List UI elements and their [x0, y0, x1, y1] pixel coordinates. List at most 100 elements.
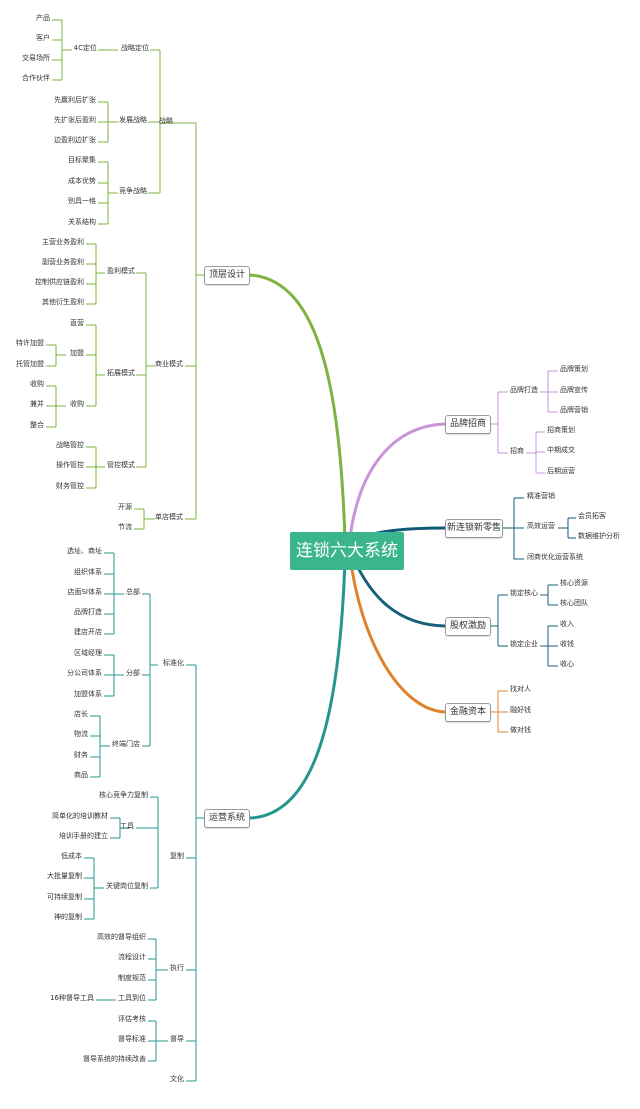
hq-item: 品牌打造 — [74, 608, 102, 616]
positioning-item: 合作伙伴 — [22, 74, 50, 82]
finance-item: 融好钱 — [510, 706, 531, 714]
top-design-node: 顶层设计 — [204, 266, 250, 285]
brand-item: 品牌营销 — [560, 406, 588, 414]
hq-item: 选址、商址 — [67, 547, 102, 555]
competition-item: 成本优势 — [68, 177, 96, 185]
data-analysis-label: 数据维护分析 — [578, 532, 620, 540]
acquire-item: 收购 — [30, 380, 44, 388]
supervise-item: 督导标准 — [118, 1035, 146, 1043]
control-model-label: 管控模式 — [107, 461, 135, 469]
core-item: 核心团队 — [560, 599, 588, 607]
terminal-item: 物流 — [74, 730, 88, 738]
branch-item: 加盟体系 — [74, 690, 102, 698]
business-model-label: 商业模式 — [155, 360, 183, 368]
key-position-item: 神的复制 — [54, 913, 82, 921]
profit-item: 控制供应链盈利 — [35, 278, 84, 286]
control-item: 操作管控 — [56, 461, 84, 469]
main-branch-curve — [348, 553, 447, 714]
competition-item: 目标聚集 — [68, 156, 96, 164]
profit-item: 主营业务盈利 — [42, 238, 84, 246]
single-store-item: 开源 — [118, 503, 132, 511]
ops-system-label: 闭商优化运营系统 — [527, 553, 583, 561]
replicate-label: 复制 — [170, 852, 184, 860]
finance-capital-node: 金融资本 — [445, 703, 491, 722]
control-item: 战略管控 — [56, 441, 84, 449]
terminal-item: 店长 — [74, 710, 88, 718]
competition-label: 竞争战略 — [119, 187, 147, 195]
hq-item: 组织体系 — [74, 568, 102, 576]
brand-item: 品牌策划 — [560, 365, 588, 373]
single-store-label: 单店模式 — [155, 513, 183, 521]
key-position-label: 关键岗位复制 — [106, 882, 148, 890]
acquire-item: 整合 — [30, 421, 44, 429]
positioning-label: 战略定位 — [121, 44, 149, 52]
investment-label: 招商 — [510, 447, 524, 455]
execute-item: 高效的督导组织 — [97, 933, 146, 941]
finance-item: 做对钱 — [510, 726, 531, 734]
execute-item: 流程设计 — [118, 953, 146, 961]
tool-position-label: 工具到位 — [118, 994, 146, 1002]
main-branch-curve — [248, 558, 347, 820]
investment-item: 招商策划 — [547, 426, 575, 434]
acquire-item: 兼并 — [30, 400, 44, 408]
profit-item: 副营业务盈利 — [42, 258, 84, 266]
direct-label: 直营 — [70, 319, 84, 327]
hq-label: 总部 — [126, 588, 140, 596]
brand-item: 品牌宣传 — [560, 386, 588, 394]
fourc-label: 4C定位 — [73, 44, 97, 52]
supervise-label: 督导 — [170, 1035, 184, 1043]
branch-item: 区域经理 — [74, 649, 102, 657]
positioning-item: 交易场所 — [22, 54, 50, 62]
hq-item: 建店开店 — [74, 628, 102, 636]
investment-item: 后期运营 — [547, 467, 575, 475]
standardization-label: 标准化 — [163, 659, 184, 667]
development-item: 边盈利边扩张 — [54, 136, 96, 144]
enterprise-item: 收入 — [560, 620, 574, 628]
competition-item: 别具一格 — [68, 197, 96, 205]
core-competency-label: 核心竞争力复制 — [99, 791, 148, 799]
tools-item: 培训手册的建立 — [59, 832, 108, 840]
execute-item: 制度规范 — [118, 974, 146, 982]
lock-core-label: 锁定核心 — [510, 589, 538, 597]
control-item: 财务管控 — [56, 482, 84, 490]
terminal-item: 商品 — [74, 771, 88, 779]
development-item: 先扩张后盈利 — [54, 116, 96, 124]
development-label: 发展战略 — [119, 116, 147, 124]
brand-building-label: 品牌打造 — [510, 386, 538, 394]
efficient-ops-label: 高效运营 — [527, 522, 555, 530]
execute-label: 执行 — [170, 964, 184, 972]
core-item: 核心资源 — [560, 579, 588, 587]
franchise-label: 加盟 — [70, 349, 84, 357]
precise-marketing-label: 精准营销 — [527, 492, 555, 500]
competition-item: 关系结构 — [68, 218, 96, 226]
supervise-item: 评估考核 — [118, 1015, 146, 1023]
culture-label: 文化 — [170, 1075, 184, 1083]
investment-item: 中期成交 — [547, 446, 575, 454]
single-store-item: 节流 — [118, 523, 132, 531]
equity-incentive-node: 股权激励 — [445, 617, 491, 636]
main-branch-curve — [248, 273, 347, 542]
branch-label: 分部 — [126, 669, 140, 677]
positioning-item: 产品 — [36, 14, 50, 22]
main-branch-curve — [348, 422, 447, 540]
key-position-item: 低成本 — [61, 852, 82, 860]
profit-item: 其他衍生盈利 — [42, 298, 84, 306]
development-item: 先赢利后扩张 — [54, 96, 96, 104]
key-position-item: 可持续复制 — [47, 893, 82, 901]
supervision-tools-item: 16种督导工具 — [50, 994, 94, 1002]
profit-model-label: 盈利模式 — [107, 267, 135, 275]
center-topic: 连锁六大系统 — [290, 532, 404, 570]
strategy-label: 战略 — [159, 117, 173, 125]
hq-item: 店面SI体系 — [67, 588, 102, 596]
finance-item: 找对人 — [510, 685, 531, 693]
branch-item: 分公司体系 — [67, 669, 102, 677]
acquire-label: 收购 — [70, 400, 84, 408]
franchise-item: 托管加盟 — [16, 360, 44, 368]
positioning-item: 客户 — [36, 34, 50, 42]
terminal-item: 财务 — [74, 751, 88, 759]
terminal-store-label: 终端门店 — [112, 740, 140, 748]
supervise-item: 督导系统的持续改善 — [83, 1055, 146, 1063]
expansion-label: 拓展模式 — [107, 369, 135, 377]
